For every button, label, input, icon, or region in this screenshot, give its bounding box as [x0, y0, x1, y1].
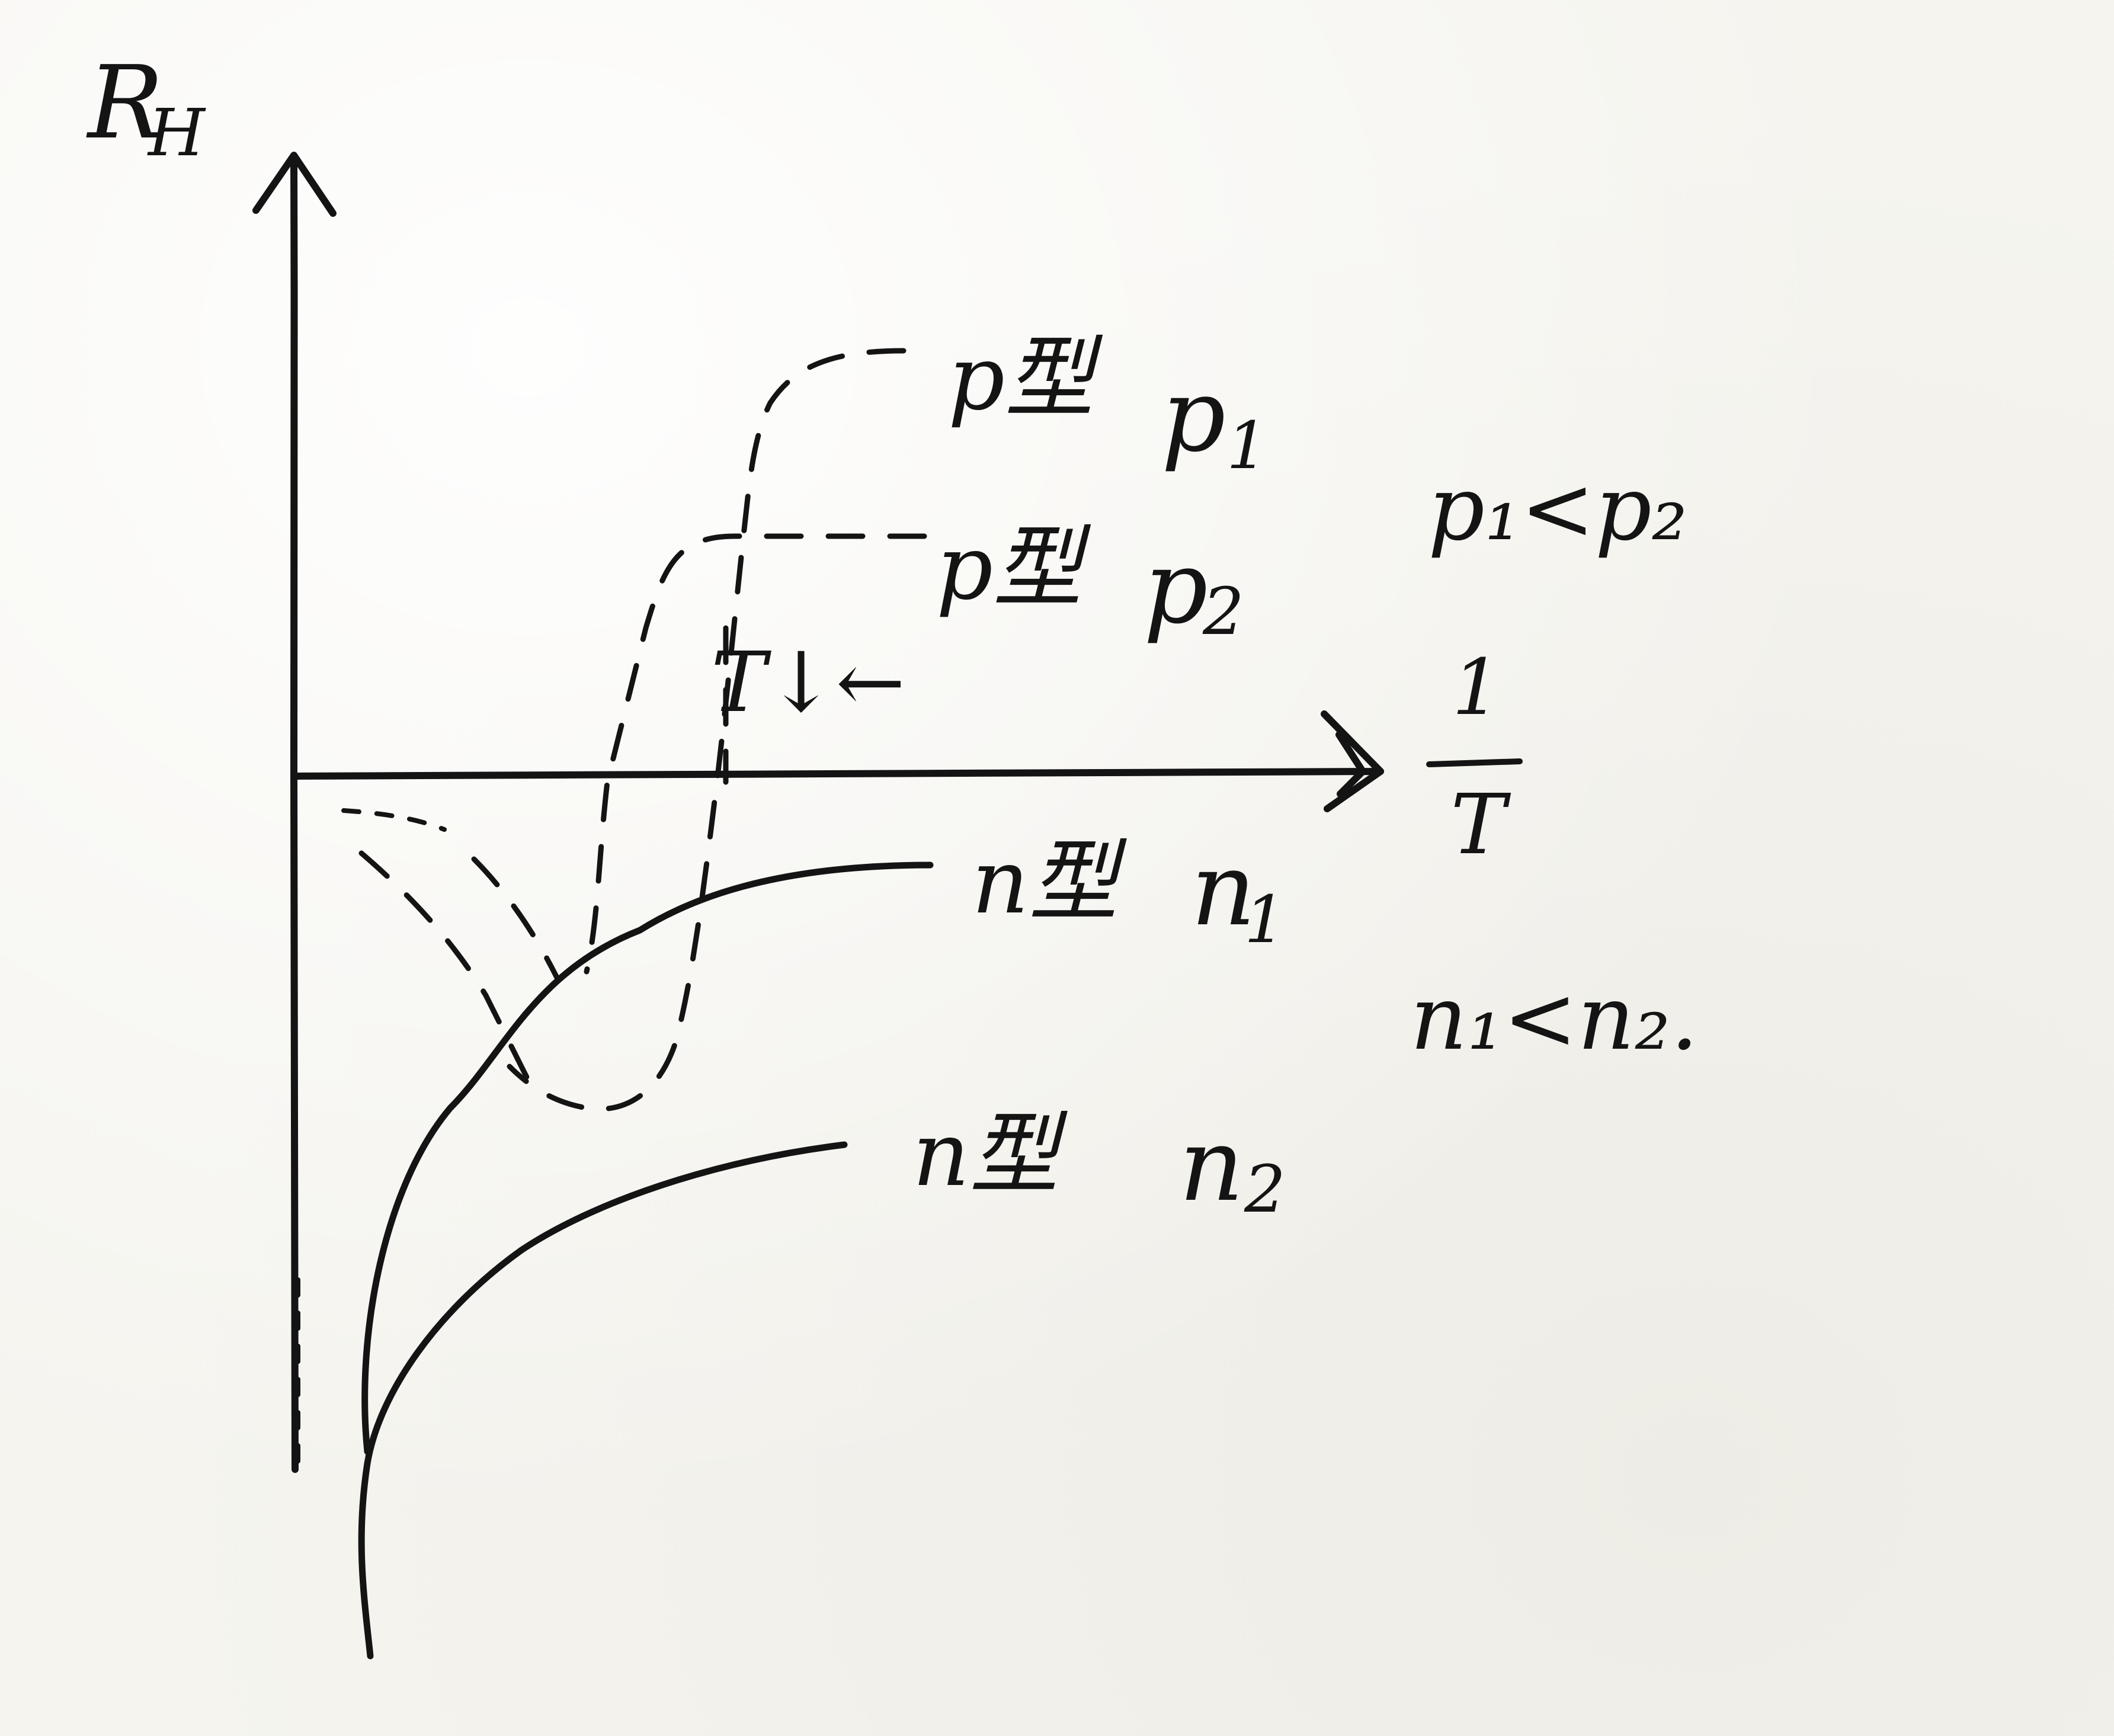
- x-axis-arrow-icon: [1321, 710, 1384, 812]
- y-axis-arrow-icon: [252, 152, 337, 217]
- n2-type-label: n型: [912, 1103, 1068, 1206]
- p-relation: p₁<p₂: [1428, 457, 1687, 560]
- low-temp-dash-3: [471, 856, 560, 981]
- p1-type-label: p型: [948, 327, 1103, 430]
- x-axis-label-numerator: 1: [1452, 642, 1501, 732]
- p1-curve: [507, 348, 907, 1112]
- p2-curve: [584, 533, 927, 975]
- x-axis-label-fraction-bar: [1426, 758, 1523, 767]
- p1-label: p: [1161, 357, 1226, 475]
- y-axis: [290, 156, 299, 1473]
- n2-label: n: [1179, 1107, 1244, 1224]
- n-relation: n₁<n₂.: [1410, 967, 1699, 1070]
- y-axis-label-subscript: H: [147, 95, 206, 171]
- n2-curve: [358, 1141, 848, 1660]
- n1-curve: [361, 861, 934, 1455]
- low-temp-dash-2: [358, 850, 530, 1081]
- low-temp-dash-1: [341, 808, 447, 832]
- y-axis-label: R: [86, 44, 164, 162]
- n1-label-subscript: 1: [1244, 882, 1286, 957]
- n1-label: n: [1191, 831, 1256, 949]
- n1-type-label: n型: [972, 831, 1128, 934]
- p2-type-label: p型: [936, 517, 1091, 620]
- x-axis-label-denominator: T: [1450, 777, 1511, 873]
- p1-label-subscript: 1: [1226, 408, 1268, 483]
- x-axis: [293, 768, 1384, 780]
- p2-label-subscript: 2: [1202, 574, 1244, 649]
- p2-label: p: [1144, 529, 1208, 646]
- n2-label-subscript: 2: [1244, 1151, 1286, 1227]
- temperature-annotation: T↓←: [711, 635, 905, 731]
- x-axis-arrow-inner-icon: [1335, 731, 1366, 797]
